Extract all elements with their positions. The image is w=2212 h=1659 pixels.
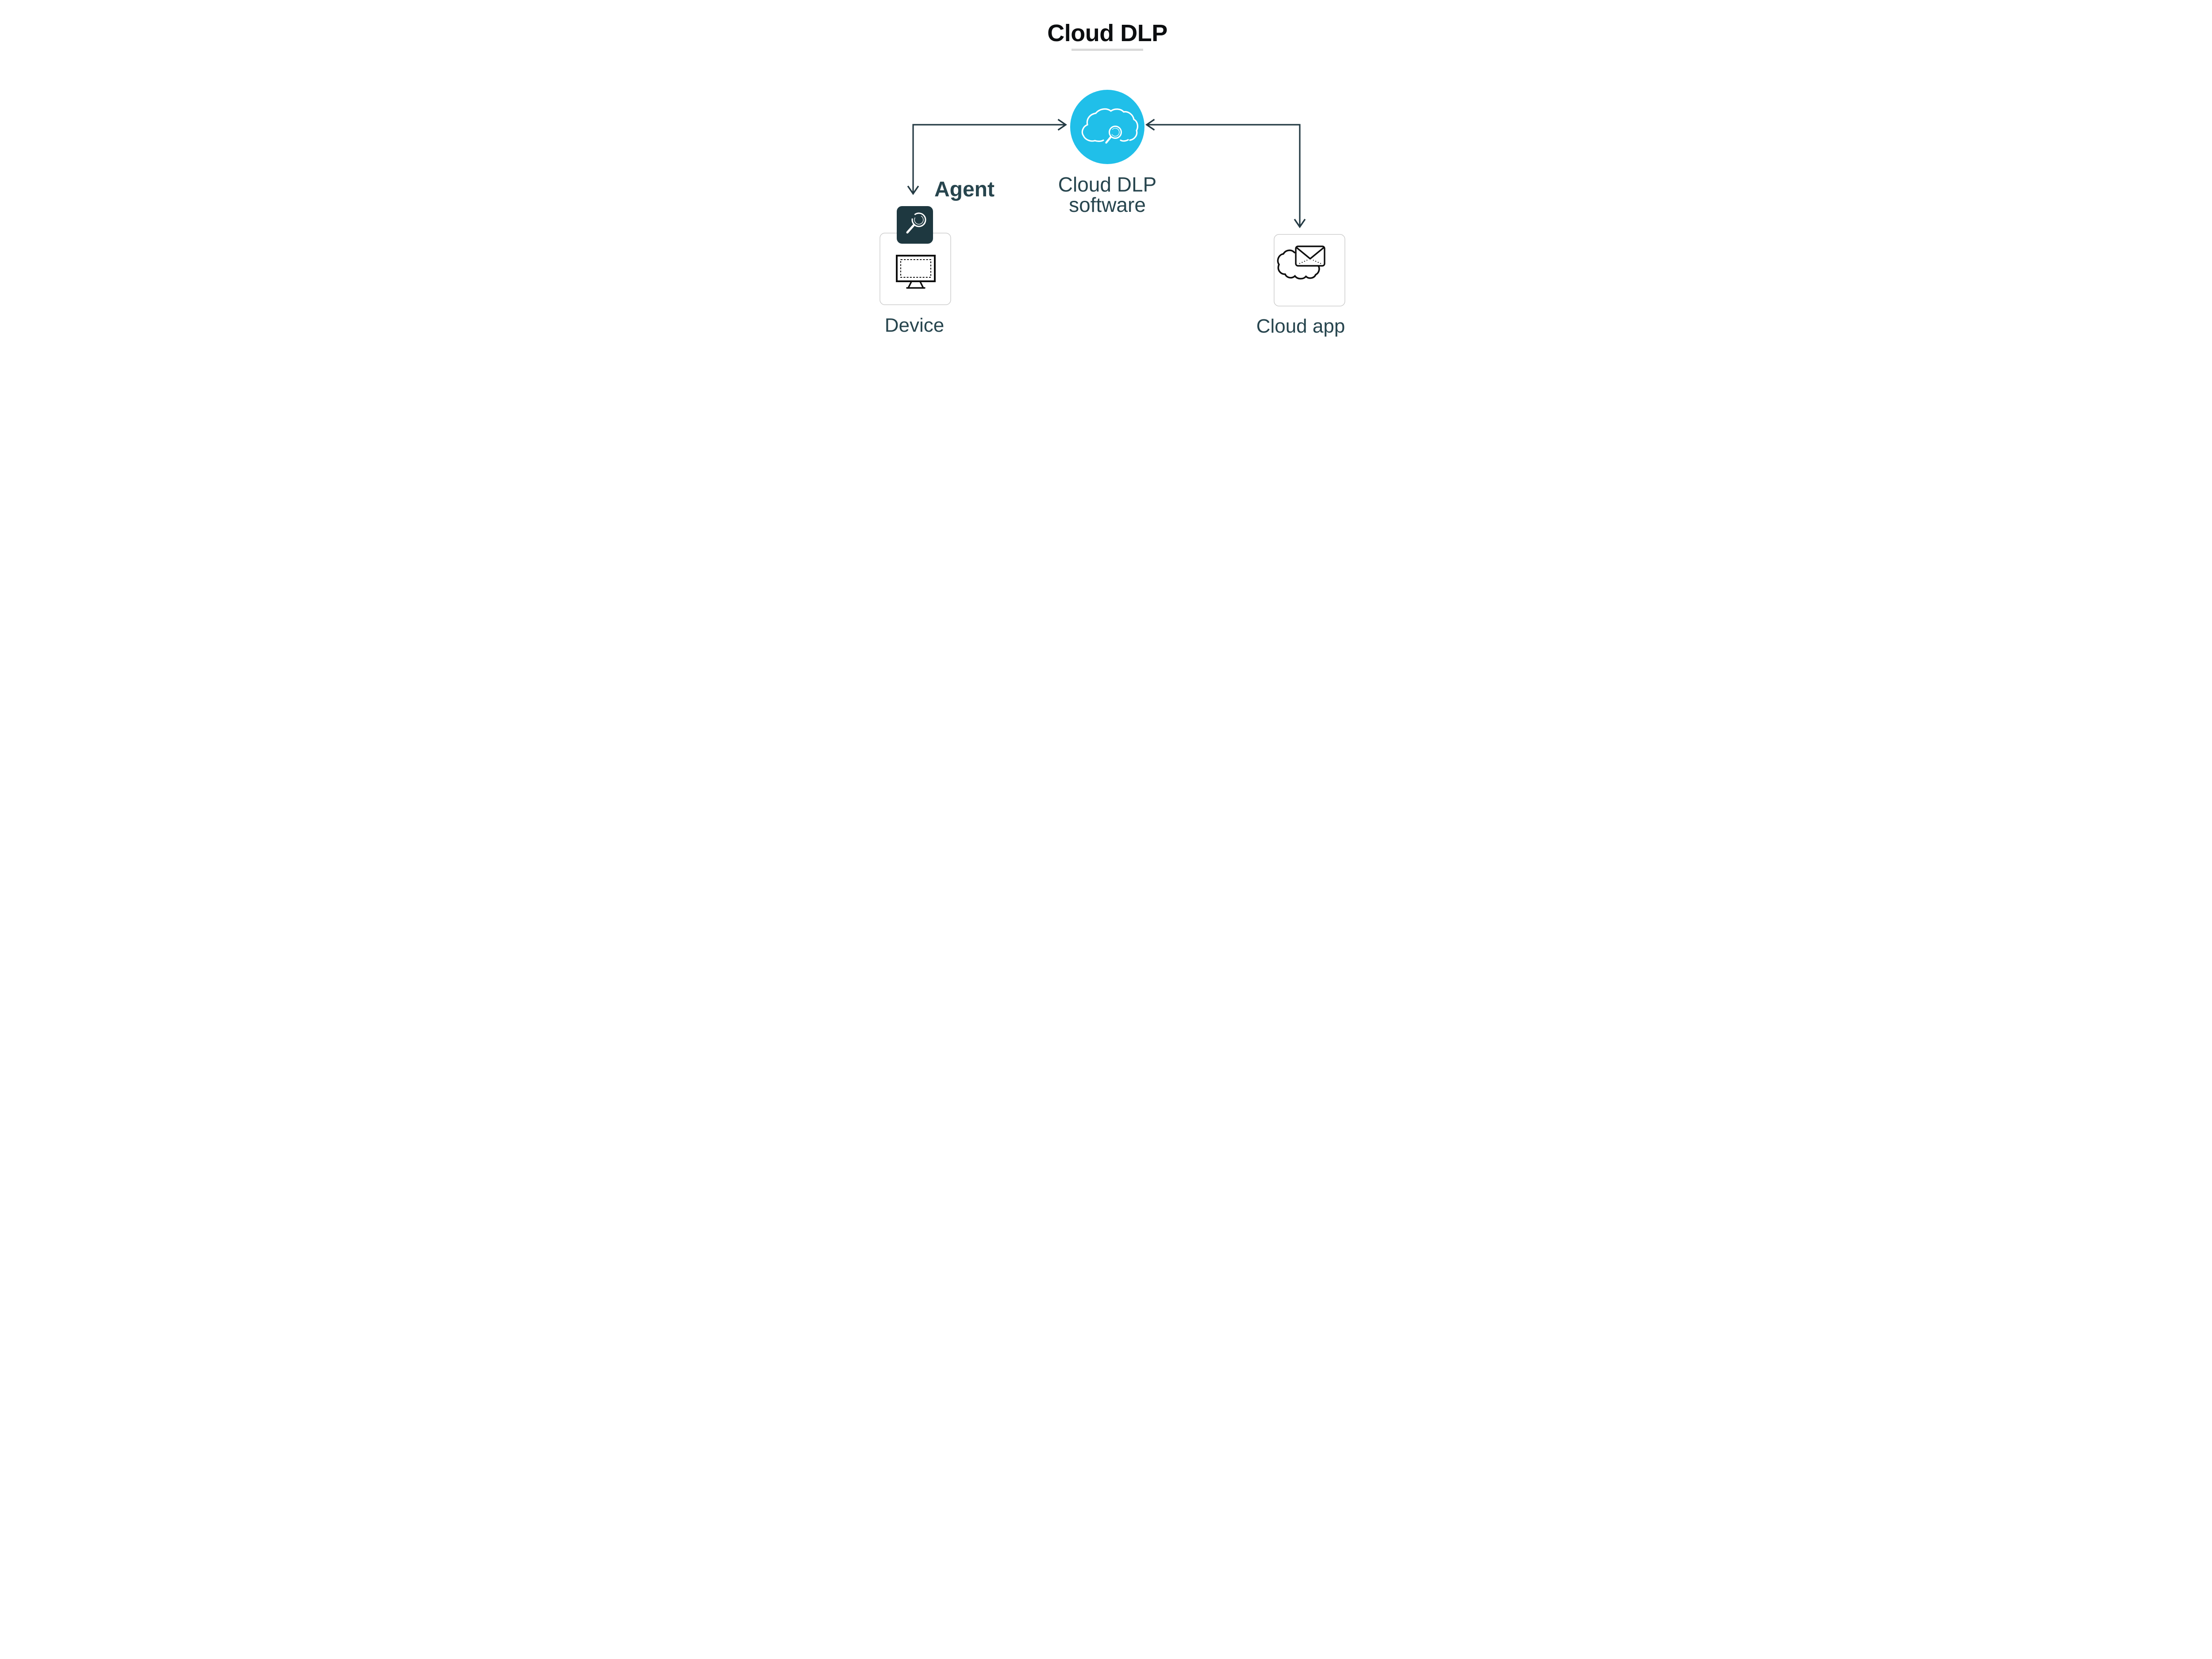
diagram-canvas: Cloud DLP Cloud DLP software [766,0,1446,382]
agent-badge: Agent [897,178,995,244]
connector-cloudapp-to-software [1145,119,1306,229]
arrowhead-down-icon [1294,218,1306,229]
device-node: Device [879,233,951,336]
cyan-circle [1070,90,1144,164]
arrowhead-left-icon [1145,119,1155,131]
cloudapp-node-label: Cloud app [1256,315,1345,337]
device-node-label: Device [885,314,945,336]
cloudapp-node: Cloud app [1256,234,1345,337]
cloud-dlp-diagram: Cloud DLP Cloud DLP software [766,0,1446,382]
page-title: Cloud DLP [1047,20,1167,46]
cloudapp-card [1274,234,1345,307]
cloud-search-icon [1081,108,1139,144]
cloud-mail-icon [1277,245,1325,280]
agent-badge-label: Agent [934,178,995,201]
center-node-label-line2: software [1069,193,1146,216]
monitor-icon [896,255,936,289]
title-underline [1071,49,1143,51]
center-node-cloud-dlp-software: Cloud DLP software [1058,90,1156,216]
arrowhead-right-icon [1057,119,1068,131]
connector-device-to-software [907,119,1068,195]
arrowhead-down-icon [907,185,919,195]
center-node-label-line1: Cloud DLP [1058,173,1156,196]
